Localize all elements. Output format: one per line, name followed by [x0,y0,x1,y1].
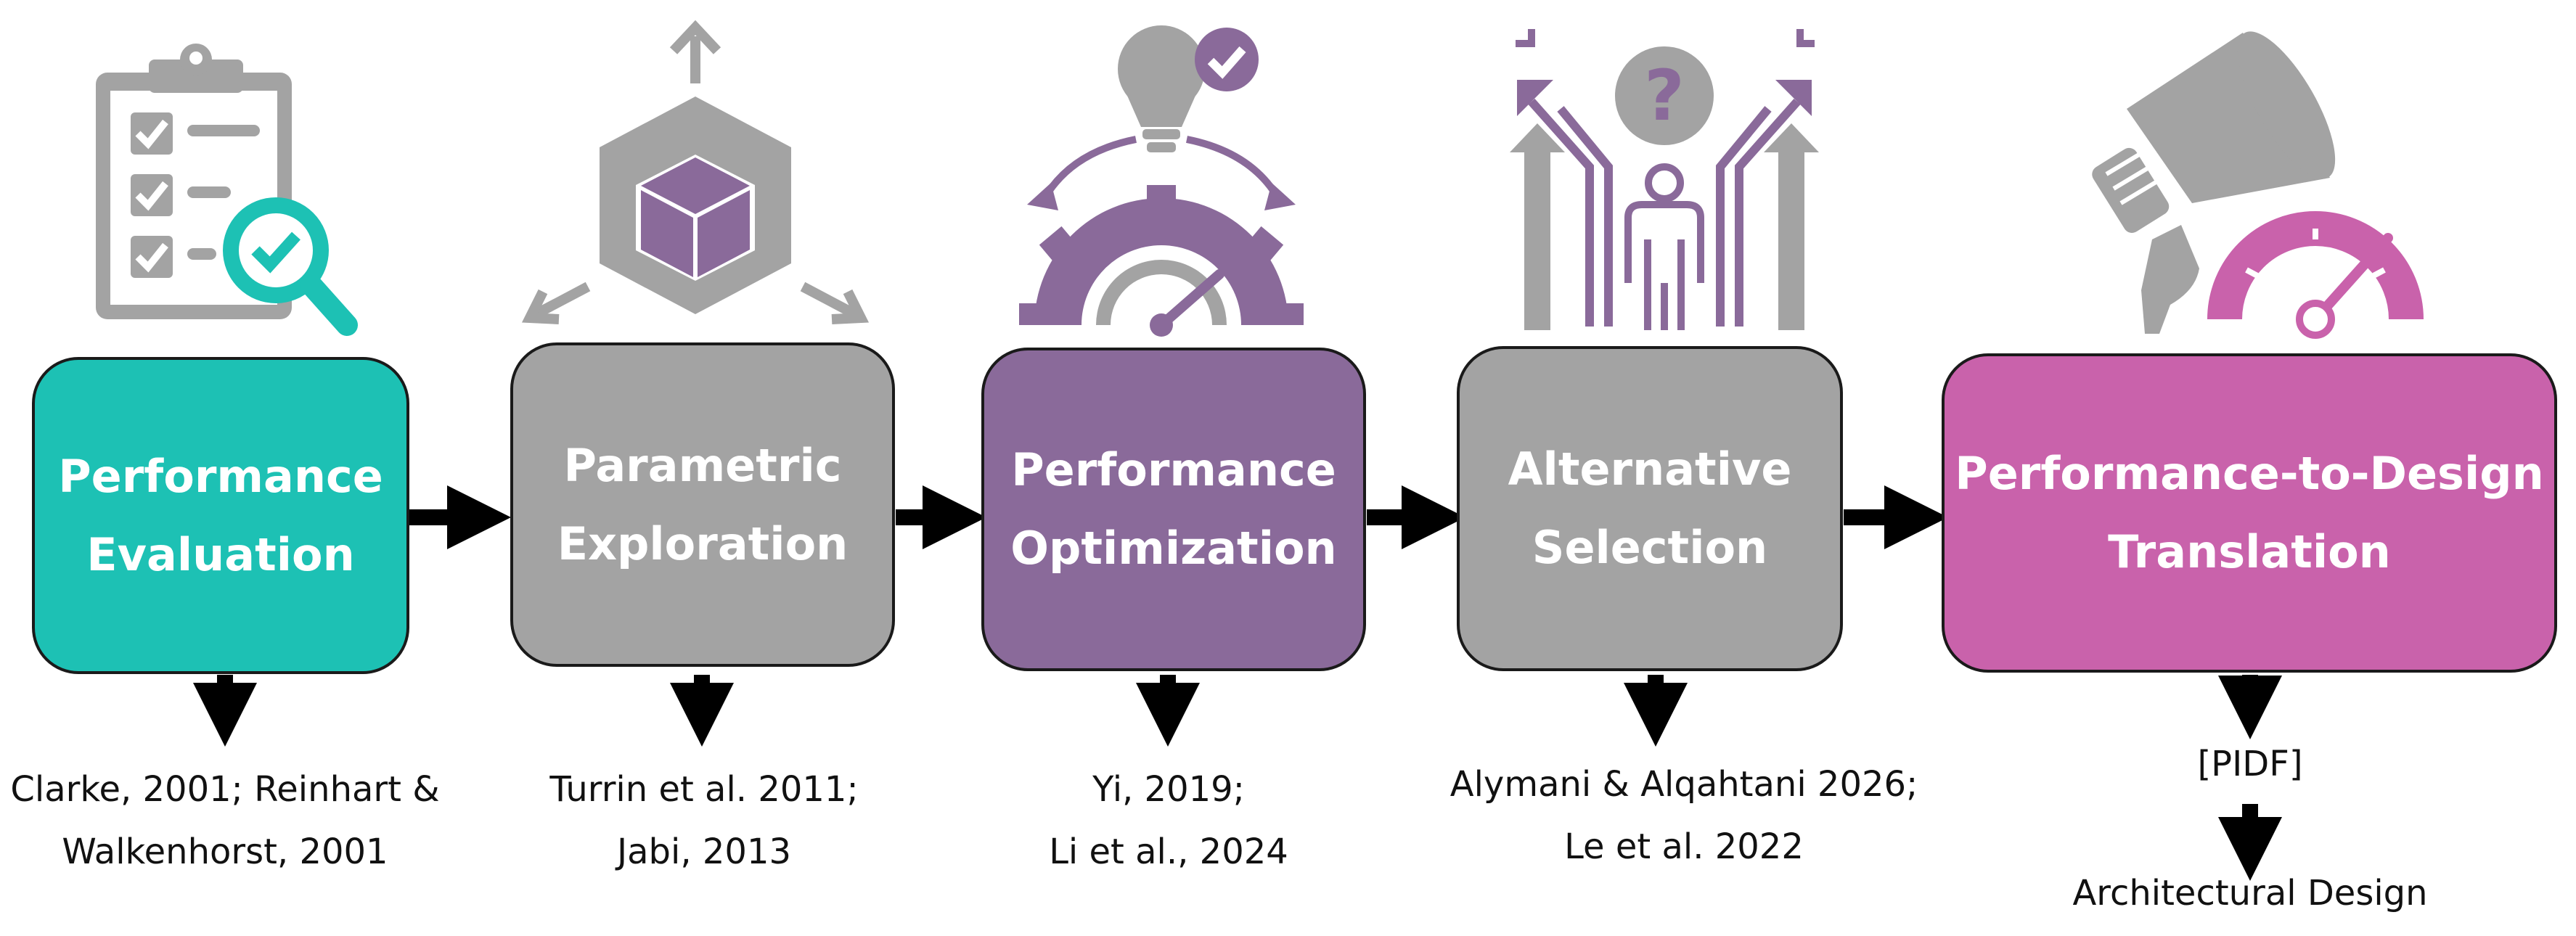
person-question-crossroads-icon: ? [1510,29,1819,330]
pidf-label: [PIDF] [2197,744,2303,784]
step-box-performance-evaluation: Performance Evaluation [32,357,409,674]
step-title-line: Parametric [563,438,842,492]
step-title-line: Translation [2108,525,2391,578]
step-box-parametric-exploration: Parametric Exploration [510,342,895,667]
megaphone-gauge-icon [2092,31,2424,339]
final-output-label: Architectural Design [2032,862,2468,924]
step-title-line: Optimization [1010,522,1337,575]
reference-line: Li et al., 2024 [1049,832,1288,872]
step-references-3: Yi, 2019; Li et al., 2024 [980,758,1357,883]
step-references-4: Alymani & Alqahtani 2026; Le et al. 2022 [1434,753,1934,878]
step-box-alternative-selection: Alternative Selection [1457,346,1843,671]
step-references-2: Turrin et al. 2011; Jabi, 2013 [508,758,900,883]
down-arrows [193,675,2282,881]
reference-line: Turrin et al. 2011; [549,769,859,810]
reference-line: Walkenhorst, 2001 [62,832,388,872]
step-title-line: Performance [58,449,383,503]
step-box-performance-optimization: Performance Optimization [981,348,1366,671]
step-title-line: Performance-to-Design [1955,447,2544,500]
step-title-line: Performance [1011,443,1336,496]
reference-line: Le et al. 2022 [1564,826,1804,867]
reference-line: Alymani & Alqahtani 2026; [1449,764,1918,805]
clipboard-checklist-magnifier-icon [96,44,358,336]
step-references-1: Clarke, 2001; Reinhart & Walkenhorst, 20… [0,758,450,883]
step-references-5: [PIDF] [2141,733,2359,795]
reference-line: Yi, 2019; [1092,769,1245,810]
step-title-line: Exploration [557,517,849,570]
parametric-cube-arrows-icon [521,20,870,324]
architectural-design-label: Architectural Design [2072,873,2428,914]
svg-text:?: ? [1644,55,1685,136]
step-title-line: Evaluation [86,527,355,581]
step-box-performance-to-design-translation: Performance-to-Design Translation [1942,353,2557,673]
step-title-line: Alternative [1508,443,1792,496]
step-title-line: Selection [1532,521,1768,574]
lightbulb-gear-gauge-icon [1019,25,1304,337]
reference-line: Jabi, 2013 [616,832,792,872]
reference-line: Clarke, 2001; Reinhart & [10,769,440,810]
